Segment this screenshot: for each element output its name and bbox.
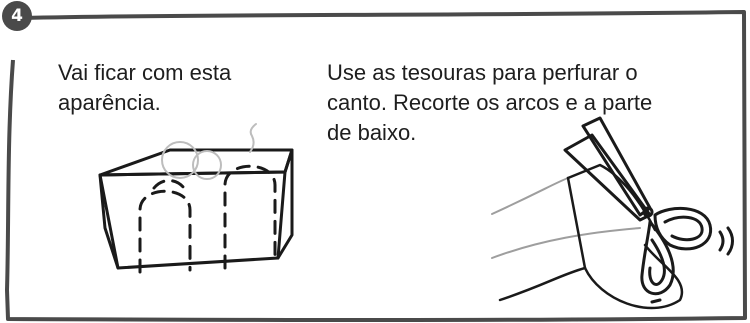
instruction-left-text: Vai ficar com esta aparência. xyxy=(58,60,232,115)
box-illustration xyxy=(98,123,294,274)
instruction-right-text: Use as tesouras para perfurar o canto. R… xyxy=(327,60,653,145)
step-number-badge: 4 xyxy=(2,1,32,31)
card-border xyxy=(5,10,747,322)
scissors-icon xyxy=(563,116,734,304)
paper-illustration xyxy=(491,163,684,310)
